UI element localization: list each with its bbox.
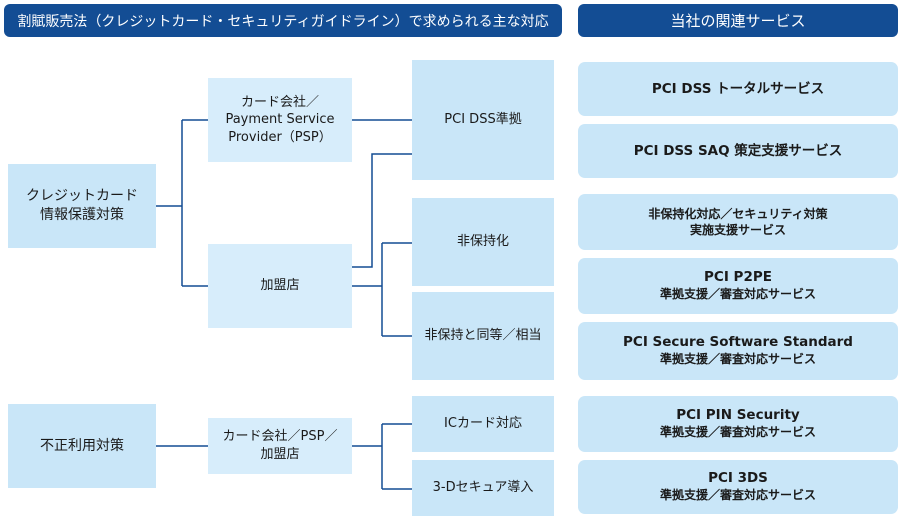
measure-pci-dss: PCI DSS準拠 [412, 60, 554, 180]
header-related-services-label: 当社の関連サービス [670, 12, 806, 30]
service-non-retention-line1: 非保持化対応／セキュリティ対策 [648, 206, 828, 221]
entity-merchant-label: 加盟店 [260, 278, 300, 294]
entity-merchant: 加盟店 [208, 244, 352, 328]
entity-card-company-psp-label: カード会社／ Payment Service Provider（PSP） [225, 94, 335, 145]
service-non-retention-line2: 実施支援サービス [689, 223, 786, 237]
measure-3d-secure: 3-Dセキュア導入 [412, 460, 554, 516]
service-pci-pin-security-title: PCI PIN Security [676, 407, 800, 424]
service-pci-3ds[interactable]: PCI 3DS 準拠支援／審査対応サービス [578, 460, 898, 514]
connector-merchant-to-pcidss [352, 153, 412, 268]
service-pci-dss-total[interactable]: PCI DSS トータルサービス [578, 62, 898, 116]
entity-card-psp-merchant-label: カード会社／PSP／ 加盟店 [222, 429, 338, 462]
category-fraud-prevention: 不正利用対策 [8, 404, 156, 488]
entity-card-company-psp: カード会社／ Payment Service Provider（PSP） [208, 78, 352, 162]
category-credit-card-protection: クレジットカード 情報保護対策 [8, 164, 156, 248]
service-pci-dss-total-label: PCI DSS トータルサービス [651, 80, 825, 97]
measure-non-retention: 非保持化 [412, 198, 554, 286]
service-pci-pin-security[interactable]: PCI PIN Security 準拠支援／審査対応サービス [578, 396, 898, 452]
measure-ic-card: ICカード対応 [412, 396, 554, 452]
measure-3d-secure-label: 3-Dセキュア導入 [432, 480, 534, 496]
service-pci-dss-saq-label: PCI DSS SAQ 策定支援サービス [633, 142, 843, 159]
service-non-retention-support[interactable]: 非保持化対応／セキュリティ対策 実施支援サービス [578, 194, 898, 250]
measure-pci-dss-label: PCI DSS準拠 [444, 112, 522, 128]
measure-equivalent: 非保持と同等／相当 [412, 292, 554, 380]
service-pci-p2pe-subtitle: 準拠支援／審査対応サービス [659, 287, 816, 302]
service-pci-p2pe-title: PCI P2PE [704, 269, 772, 286]
service-pci-dss-saq[interactable]: PCI DSS SAQ 策定支援サービス [578, 124, 898, 178]
service-pci-pin-security-subtitle: 準拠支援／審査対応サービス [659, 425, 816, 440]
header-requirements: 割賦販売法（クレジットカード・セキュリティガイドライン）で求められる主な対応 [4, 4, 562, 37]
entity-card-psp-merchant: カード会社／PSP／ 加盟店 [208, 418, 352, 474]
measure-ic-card-label: ICカード対応 [444, 416, 522, 432]
header-requirements-label: 割賦販売法（クレジットカード・セキュリティガイドライン）で求められる主な対応 [17, 13, 549, 30]
service-pci-secure-software[interactable]: PCI Secure Software Standard 準拠支援／審査対応サー… [578, 322, 898, 380]
measure-equivalent-label: 非保持と同等／相当 [424, 328, 542, 344]
header-related-services: 当社の関連サービス [578, 4, 898, 37]
measure-non-retention-label: 非保持化 [456, 234, 509, 250]
service-pci-p2pe[interactable]: PCI P2PE 準拠支援／審査対応サービス [578, 258, 898, 314]
service-pci-secure-software-title: PCI Secure Software Standard [623, 334, 853, 351]
service-pci-secure-software-subtitle: 準拠支援／審査対応サービス [659, 352, 816, 367]
category-fraud-label: 不正利用対策 [40, 437, 124, 454]
category-credit-label: クレジットカード 情報保護対策 [26, 188, 138, 223]
service-pci-3ds-title: PCI 3DS [708, 470, 768, 487]
service-pci-3ds-subtitle: 準拠支援／審査対応サービス [659, 488, 816, 503]
